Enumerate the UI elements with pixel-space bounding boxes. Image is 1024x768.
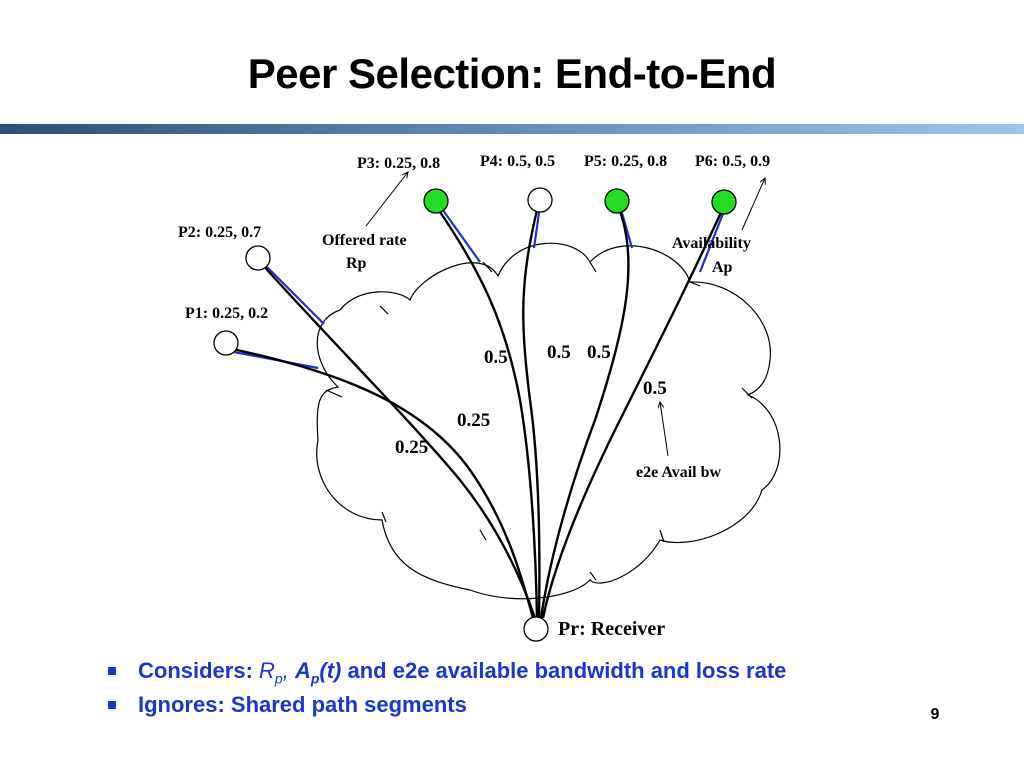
- offered-rate-lines: [233, 205, 728, 370]
- peer-node-p1: [213, 330, 239, 356]
- page-number: 9: [930, 706, 940, 723]
- availability-label: Availability: [672, 235, 751, 252]
- peer-label-p1: P1: 0.25, 0.2: [185, 305, 268, 322]
- path-p6: [541, 205, 726, 619]
- peer-node-p6: [711, 189, 737, 215]
- bullet-list: Considers: Rp, Ap(t) and e2e available b…: [108, 656, 786, 724]
- rp-symbol: Rp: [259, 658, 283, 687]
- e2e-label: e2e Avail bw: [636, 464, 721, 481]
- slide-title: Peer Selection: End-to-End: [247, 50, 777, 97]
- bullet-considers: Considers: Rp, Ap(t) and e2e available b…: [108, 656, 786, 690]
- bw-label-p1: 0.25: [395, 437, 428, 458]
- peer-label-p5: P5: 0.25, 0.8: [584, 153, 667, 170]
- path-p4: [522, 205, 541, 619]
- offered-rate-arrow: [365, 172, 408, 227]
- bw-label-p5: 0.5: [587, 342, 611, 363]
- peer-label-p2: P2: 0.25, 0.7: [178, 224, 261, 241]
- peer-node-p2: [245, 245, 271, 271]
- availability-symbol: Ap: [712, 259, 733, 276]
- peer-nodes: [213, 187, 737, 642]
- peer-paths: [227, 205, 726, 619]
- cloud-seams: [325, 261, 753, 581]
- peer-node-p4: [527, 187, 553, 213]
- path-p5: [539, 205, 630, 619]
- bw-label-p4: 0.5: [547, 342, 571, 363]
- receiver-label: Pr: Receiver: [558, 618, 665, 640]
- title-rule: [0, 124, 1024, 134]
- e2e-arrow: [660, 402, 669, 457]
- peer-label-p4: P4: 0.5, 0.5: [480, 153, 555, 170]
- bullet-ignores: Ignores: Shared path segments: [108, 690, 786, 724]
- peer-node-p5: [604, 188, 630, 214]
- peer-label-p6: P6: 0.5, 0.9: [695, 153, 770, 170]
- ap-symbol: Ap(t): [294, 658, 342, 687]
- path-p3: [435, 205, 539, 619]
- offered-rate-symbol: Rp: [346, 255, 367, 272]
- path-p2: [259, 261, 537, 619]
- peer-label-p3: P3: 0.25, 0.8: [357, 155, 440, 172]
- path-p1: [227, 346, 535, 619]
- bw-label-p3: 0.5: [484, 347, 508, 368]
- bw-label-p2: 0.25: [457, 410, 490, 431]
- offered-rate-label: Offered rate: [322, 232, 407, 249]
- receiver-node: [523, 616, 549, 642]
- peer-node-p3: [423, 188, 449, 214]
- bw-label-p6: 0.5: [643, 378, 667, 399]
- bullet-marker: [108, 667, 116, 675]
- bullet-marker: [108, 701, 116, 709]
- availability-arrow: [741, 178, 765, 231]
- network-cloud: [316, 242, 781, 600]
